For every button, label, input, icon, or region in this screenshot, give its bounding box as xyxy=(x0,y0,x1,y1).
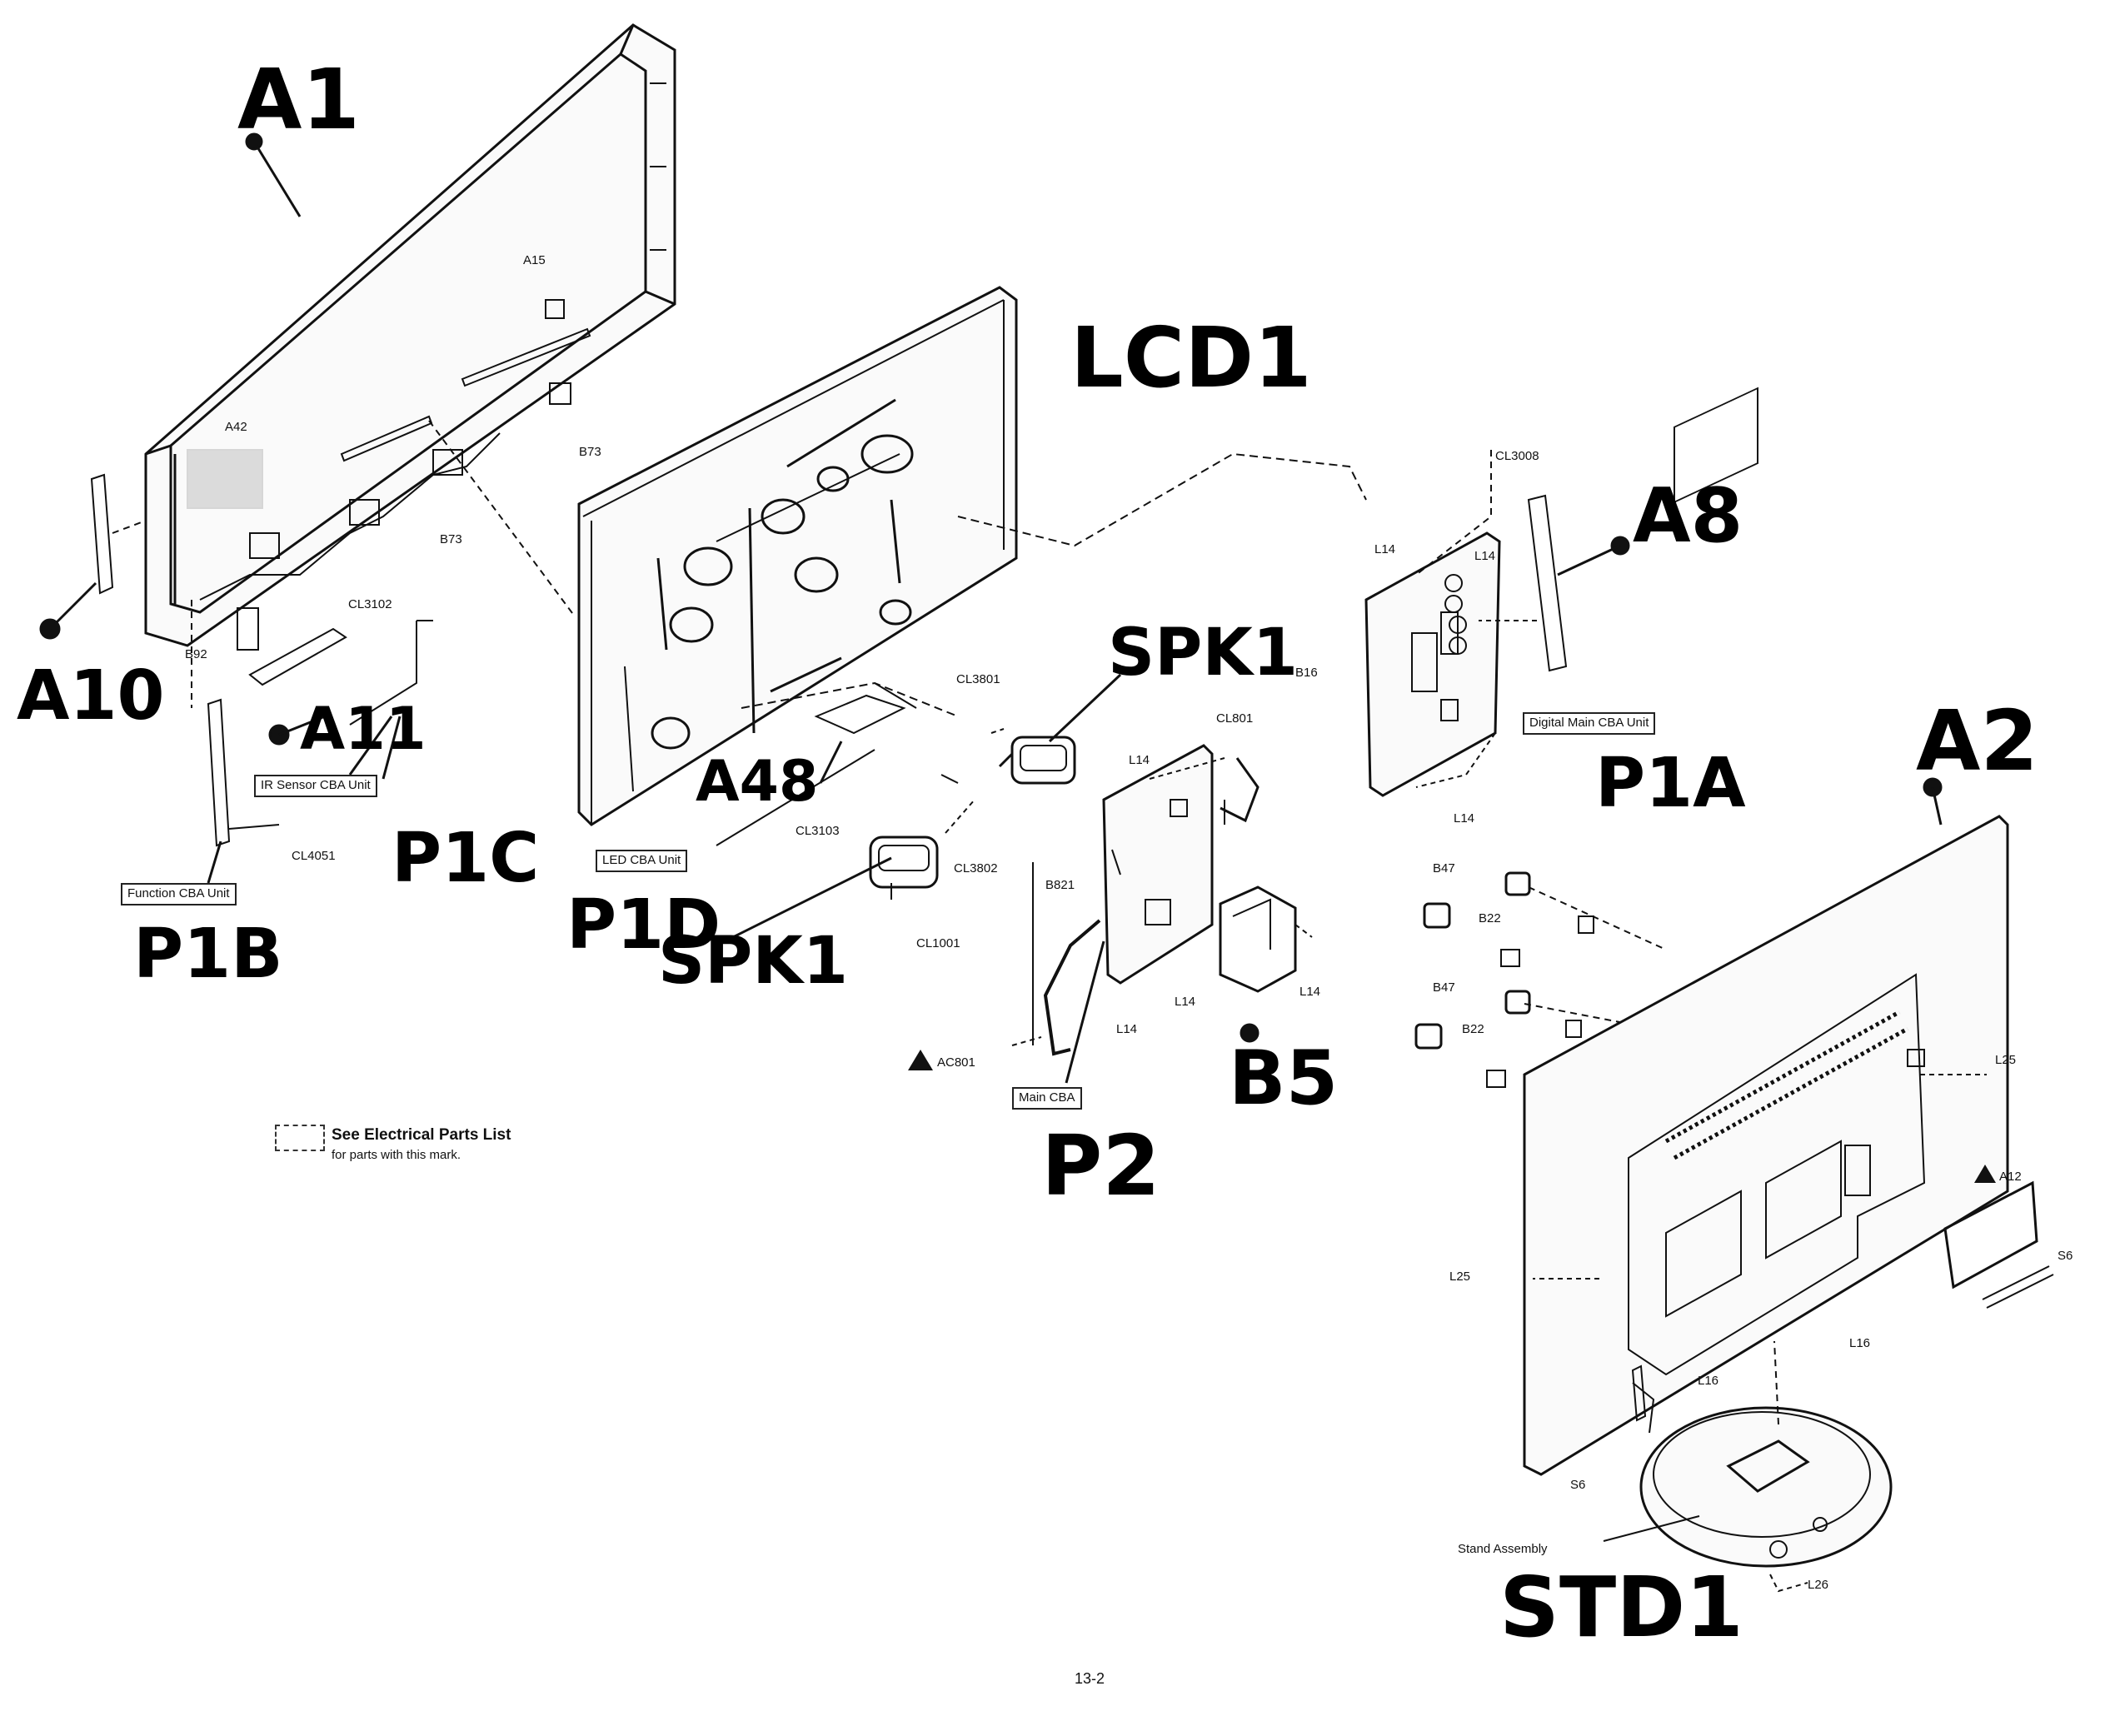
label-cl4051: CL4051 xyxy=(292,849,336,863)
callout-a8: A8 xyxy=(1633,472,1743,560)
callout-p2: P2 xyxy=(1041,1117,1160,1215)
label-ac801: AC801 xyxy=(937,1055,975,1070)
callout-a10: A10 xyxy=(17,656,165,736)
callout-p1d: P1D xyxy=(566,885,721,965)
callout-spk1-bottom: SPK1 xyxy=(658,924,849,999)
legend-dashed-box xyxy=(275,1125,325,1151)
label-cl3802: CL3802 xyxy=(954,861,998,875)
label-b73-mid: B73 xyxy=(440,532,462,546)
callout-b5: B5 xyxy=(1229,1035,1339,1122)
label-s6-right: S6 xyxy=(2058,1249,2073,1263)
label-b73-top: B73 xyxy=(579,445,601,459)
callout-a1: A1 xyxy=(237,51,360,148)
box-function-cba: Function CBA Unit xyxy=(121,883,237,905)
label-b22-bot: B22 xyxy=(1462,1022,1484,1036)
callout-p1c: P1C xyxy=(392,819,540,898)
callout-a48: A48 xyxy=(696,749,819,815)
label-b16: B16 xyxy=(1295,666,1318,680)
label-l14-c: L14 xyxy=(1454,811,1475,826)
label-cl3801: CL3801 xyxy=(956,672,1000,686)
front-bezel-a1 xyxy=(144,23,676,647)
box-ir-sensor-cba: IR Sensor CBA Unit xyxy=(254,775,377,797)
label-b22-top: B22 xyxy=(1479,911,1501,925)
callout-a11: A11 xyxy=(300,695,426,763)
label-b47-top: B47 xyxy=(1433,861,1455,875)
box-main-cba: Main CBA xyxy=(1012,1087,1082,1110)
callout-spk1-top: SPK1 xyxy=(1108,616,1299,691)
callout-a2: A2 xyxy=(1916,692,2038,790)
label-l14-a: L14 xyxy=(1374,542,1396,556)
label-cl1001: CL1001 xyxy=(916,936,960,950)
label-a15: A15 xyxy=(523,253,546,267)
box-digital-main-cba: Digital Main CBA Unit xyxy=(1523,712,1656,735)
callout-std1: STD1 xyxy=(1499,1559,1743,1656)
label-cl3008: CL3008 xyxy=(1495,449,1539,463)
label-l14-f: L14 xyxy=(1116,1022,1138,1036)
label-l25-left: L25 xyxy=(1449,1270,1471,1284)
legend-line-1: See Electrical Parts List xyxy=(332,1126,511,1144)
label-cl3102: CL3102 xyxy=(348,597,392,611)
speaker-top xyxy=(998,736,1076,785)
callout-p1b: P1B xyxy=(133,915,283,994)
lcd-panel-lcd1 xyxy=(577,286,1018,826)
callout-p1a: P1A xyxy=(1595,744,1746,823)
label-b92: B92 xyxy=(185,647,207,661)
label-l16-right: L16 xyxy=(1849,1336,1871,1350)
label-l16-left: L16 xyxy=(1698,1374,1719,1388)
label-cl801: CL801 xyxy=(1216,711,1254,726)
label-l14-g: L14 xyxy=(1299,985,1321,999)
page-number: 13-2 xyxy=(1075,1670,1105,1687)
label-cl3103: CL3103 xyxy=(796,824,840,838)
label-a12: A12 xyxy=(1999,1170,2022,1184)
back-cover-a2 xyxy=(1523,387,2009,1476)
legend-line-2: for parts with this mark. xyxy=(332,1148,461,1162)
label-l14-e: L14 xyxy=(1175,995,1196,1009)
label-l26: L26 xyxy=(1808,1578,1829,1592)
label-stand-assembly: Stand Assembly xyxy=(1458,1542,1548,1556)
stand-assembly xyxy=(1639,1406,1893,1568)
callout-lcd1: LCD1 xyxy=(1070,309,1312,407)
label-a42: A42 xyxy=(225,420,247,434)
label-l25-right: L25 xyxy=(1995,1053,2017,1067)
label-b47-bot: B47 xyxy=(1433,980,1455,995)
main-board xyxy=(1102,744,1260,985)
speaker-bottom xyxy=(869,836,939,900)
label-s6-left: S6 xyxy=(1570,1478,1586,1492)
label-l14-b: L14 xyxy=(1474,549,1496,563)
label-l14-d: L14 xyxy=(1129,753,1150,767)
box-led-cba: LED CBA Unit xyxy=(596,850,688,872)
label-b821: B821 xyxy=(1045,878,1075,892)
